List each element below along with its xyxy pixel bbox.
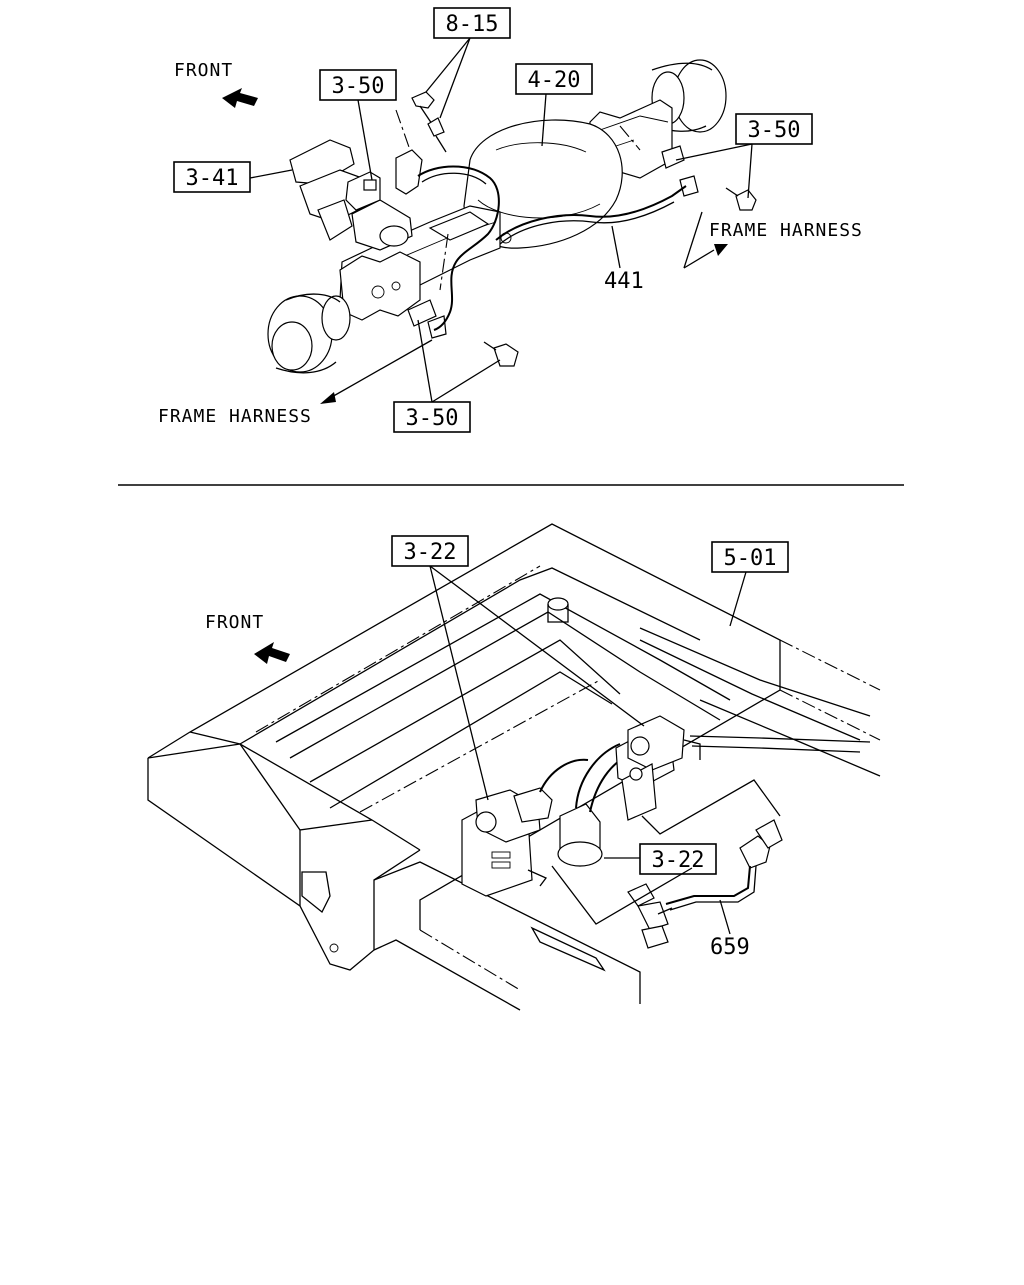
callout-3-22-lower: 3-22 <box>604 843 717 875</box>
top-diagram: FRONT <box>158 7 863 433</box>
callout-3-41-text: 3-41 <box>186 166 239 191</box>
front-arrow-bottom-icon <box>254 642 290 664</box>
part-number-659: 659 <box>710 935 750 960</box>
frame-crossmember-drawing <box>147 523 881 1011</box>
harness-659-drawing <box>627 819 783 949</box>
callout-3-22-lower-text: 3-22 <box>652 848 705 873</box>
callout-8-15-text: 8-15 <box>446 12 499 37</box>
frame-harness-left-text: FRAME HARNESS <box>158 406 312 427</box>
callout-5-01-text: 5-01 <box>724 546 777 571</box>
callout-3-22-top-text: 3-22 <box>404 540 457 565</box>
leader-659 <box>719 899 731 935</box>
front-arrow-top-icon <box>222 88 258 108</box>
callout-3-50-left-text: 3-50 <box>332 74 385 99</box>
callout-8-15: 8-15 <box>425 7 511 119</box>
callout-3-50-right-text: 3-50 <box>748 118 801 143</box>
leader-441 <box>611 225 621 269</box>
callout-3-50-bottom: 3-50 <box>393 319 501 433</box>
callout-4-20-text: 4-20 <box>528 68 581 93</box>
frame-harness-right-text: FRAME HARNESS <box>709 220 863 241</box>
frame-harness-right: FRAME HARNESS <box>683 211 863 269</box>
frame-harness-left: FRAME HARNESS <box>158 339 433 427</box>
callout-3-41: 3-41 <box>173 161 293 193</box>
callout-3-22-top: 3-22 <box>391 535 645 801</box>
callout-3-50-bottom-text: 3-50 <box>406 406 459 431</box>
callout-3-50-right: 3-50 <box>675 113 813 199</box>
rear-axle-drawing <box>267 59 757 374</box>
front-label-top: FRONT <box>174 60 233 81</box>
callout-3-50-left: 3-50 <box>319 69 397 181</box>
front-label-bottom: FRONT <box>205 612 264 633</box>
harness-connection-leader <box>551 779 781 925</box>
part-number-441: 441 <box>604 269 644 294</box>
bottom-diagram: FRONT <box>147 523 881 1011</box>
callout-5-01: 5-01 <box>711 541 789 627</box>
valve-assemblies <box>461 715 871 897</box>
callout-4-20: 4-20 <box>515 63 593 147</box>
